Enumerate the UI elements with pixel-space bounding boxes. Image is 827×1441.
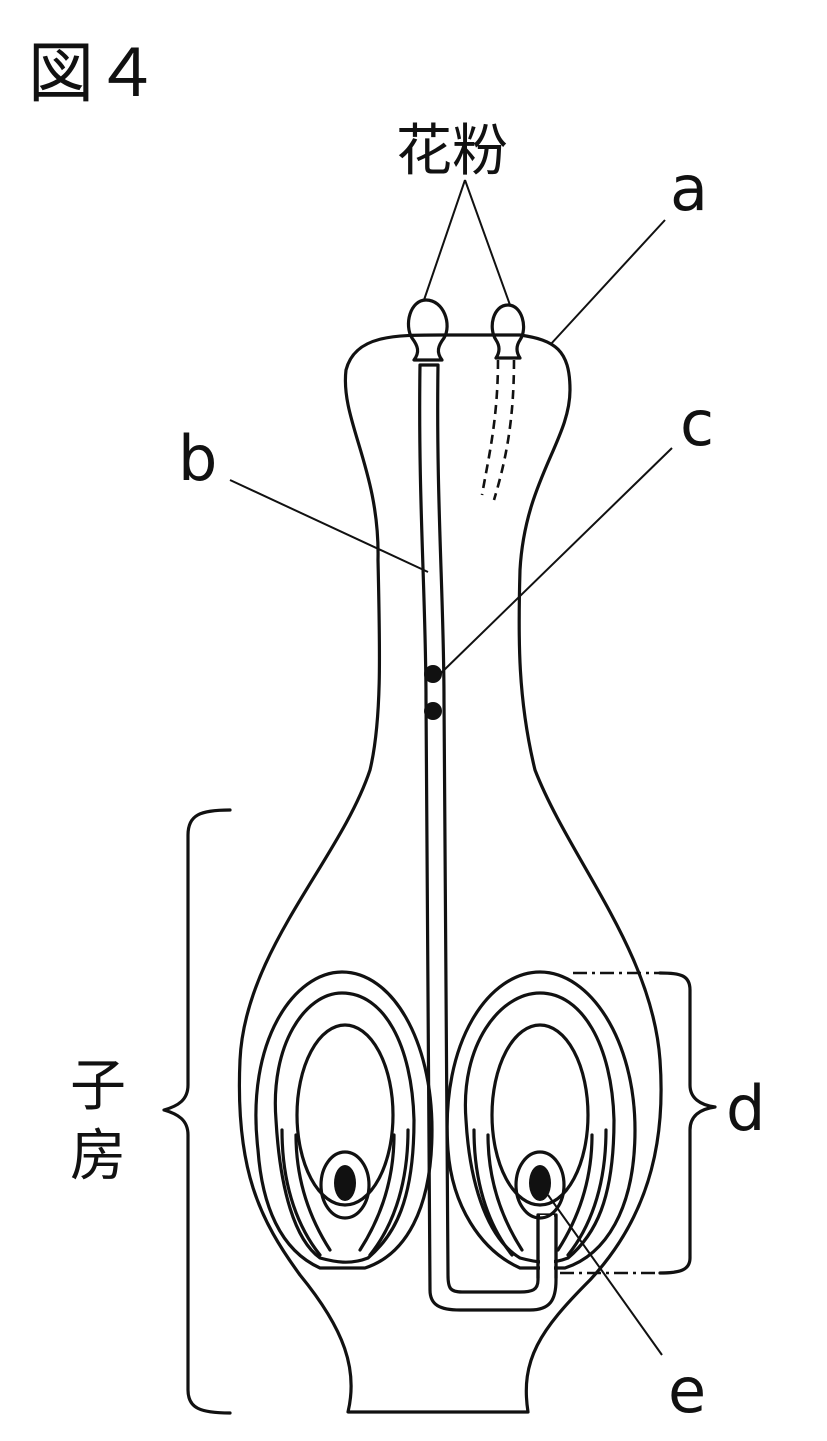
pistil-outline xyxy=(237,333,663,1414)
ovule-right-embryo-sac xyxy=(490,1023,590,1207)
ovule-left-embryo-sac xyxy=(295,1023,395,1207)
ovule-right-egg-cell xyxy=(514,1150,566,1220)
ovule-left-outer-integument xyxy=(254,970,434,1270)
ovule-right-inner xyxy=(463,991,616,1264)
label-ovary-bottom: 房 xyxy=(70,1124,126,1189)
ovule-right xyxy=(445,970,637,1270)
sperm-nucleus-1 xyxy=(424,665,442,683)
pollen-grain-left xyxy=(406,298,449,362)
leader-e xyxy=(547,1194,663,1356)
ovule-left-inner xyxy=(273,991,416,1264)
leader-a xyxy=(549,219,666,346)
label-c: c xyxy=(680,387,714,460)
ovule-right-egg-nucleus xyxy=(529,1165,551,1201)
label-e: e xyxy=(668,1354,706,1427)
leader-pollen-right xyxy=(464,179,511,306)
label-b: b xyxy=(178,422,217,495)
brace-d xyxy=(658,971,717,1275)
leader-c xyxy=(439,447,673,675)
pollen-tube-developing xyxy=(480,359,500,496)
brace-ovary xyxy=(162,808,232,1415)
ovule-left-egg-cell xyxy=(319,1150,371,1220)
sperm-nucleus-2 xyxy=(424,702,442,720)
ovule-left xyxy=(254,970,434,1270)
label-d: d xyxy=(726,1072,765,1145)
label-a: a xyxy=(670,152,708,225)
figure-label: 図４ xyxy=(28,35,160,112)
ovule-left-egg-nucleus xyxy=(334,1165,356,1201)
ovule-right-outer-integument xyxy=(445,970,637,1270)
leader-b xyxy=(229,479,429,573)
label-ovary-top: 子 xyxy=(70,1054,126,1119)
leader-pollen-left xyxy=(423,179,466,301)
pollen-grain-right xyxy=(490,303,526,360)
label-pollen: 花粉 xyxy=(396,119,508,184)
